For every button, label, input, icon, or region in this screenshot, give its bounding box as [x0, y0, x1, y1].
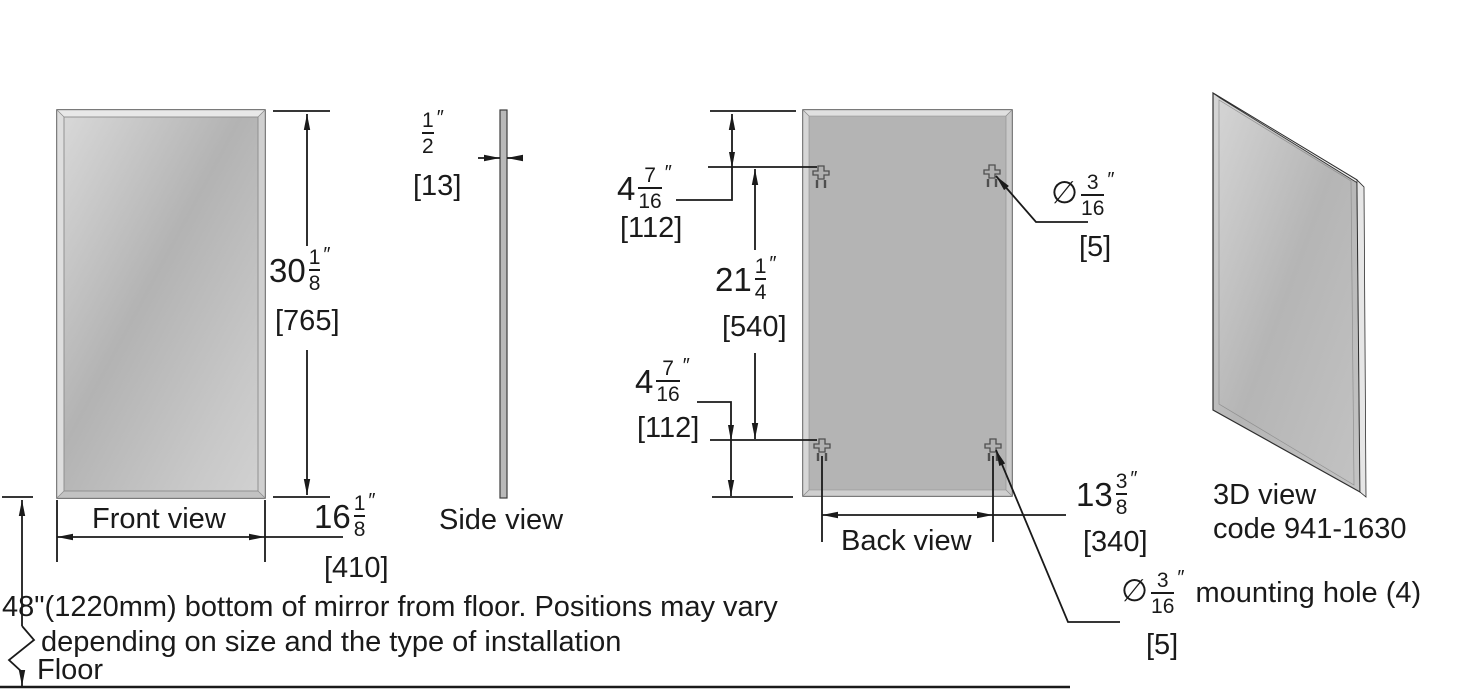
hspacing-mm-label: [340] — [1083, 526, 1148, 558]
diameter-symbol: ∅ — [1051, 175, 1079, 211]
vspacing-mm-label: [540] — [722, 311, 787, 343]
hole-diameter-top-mm-label: [5] — [1079, 231, 1112, 263]
hole-leader-top — [995, 175, 1088, 223]
three-d-view-mirror — [1212, 91, 1367, 498]
width-mm-label: [410] — [324, 552, 389, 584]
thickness-mm-label: [13] — [413, 170, 462, 202]
side-view-label: Side view — [439, 504, 564, 536]
hole-diameter-note-mm-label: [5] — [1146, 629, 1179, 661]
extra-arrowheads — [728, 152, 735, 441]
back-view-panel — [802, 109, 1013, 497]
floor-note-line1: 48"(1220mm) bottom of mirror from floor.… — [2, 591, 778, 623]
hole-leader-bottom — [995, 449, 1120, 623]
height-mm-label: [765] — [275, 305, 340, 337]
bottom-offset-dim — [697, 401, 735, 496]
three-d-code-label: code 941-1630 — [1213, 513, 1407, 545]
floor-dim-break — [7, 625, 36, 673]
diameter-symbol: ∅ — [1121, 573, 1149, 609]
dimension-lines — [2, 110, 1120, 686]
bottom-offset-mm-label: [112] — [637, 412, 700, 444]
front-view-label: Front view — [92, 503, 226, 535]
floor-label: Floor — [37, 654, 104, 686]
front-view-mirror — [56, 109, 266, 499]
back-view-label: Back view — [841, 525, 972, 557]
top-offset-dim — [676, 114, 736, 201]
mounting-hole-note: mounting hole (4) — [1195, 577, 1422, 609]
side-view-mirror — [499, 109, 508, 499]
floor-note-line2: depending on size and the type of instal… — [41, 626, 622, 658]
three-d-view-label: 3D view — [1213, 479, 1317, 511]
top-offset-mm-label: [112] — [620, 212, 683, 244]
